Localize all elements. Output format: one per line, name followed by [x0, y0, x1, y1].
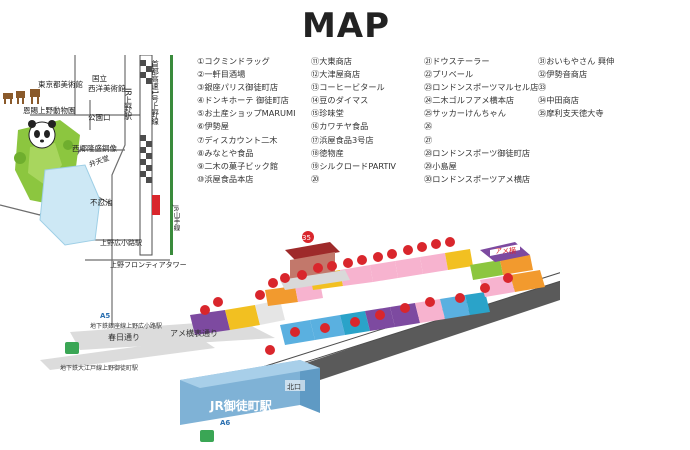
label-jr-line: JR山手線	[172, 204, 180, 231]
legend-item: ㉞中田商店	[538, 95, 579, 106]
ameyoko-gate-icon: アメ横	[480, 242, 530, 262]
label-expressway: 首都高速1号上野線	[150, 59, 159, 125]
label-national-1: 国立	[92, 73, 107, 83]
legend-item: ⑦ディスカウント二木	[197, 134, 278, 145]
legend-item: ⑳	[311, 173, 320, 184]
legend-item: ⑧みなとや食品	[197, 147, 254, 158]
jr-rail-track	[139, 55, 160, 256]
legend-item: ㉖	[424, 121, 433, 132]
legend-item: ㉙小島屋	[424, 160, 457, 171]
label-bentendo: 弁天堂	[88, 153, 111, 169]
legend-item: ④ドンキホーテ 御徒町店	[197, 95, 289, 106]
legend-column-1: ①コクミンドラッグ ②一軒目酒場 ③銀座パリス御徒町店 ④ドンキホーテ 御徒町店…	[197, 55, 295, 186]
legend-item: ⑰浜屋食品3号店	[311, 134, 374, 145]
label-kasuga-road: 春日通り	[108, 332, 140, 342]
legend-column-3: ㉑ドウステーラー ㉒プリベール ㉓ロンドンスポーツマルセル店 ㉔二木ゴルフアメ横…	[424, 55, 538, 186]
shinobazu-pond	[39, 164, 101, 246]
label-ame-gate: アメ横	[495, 246, 516, 255]
label-national-2: 西洋美術館	[88, 83, 126, 93]
expressway-line	[170, 55, 173, 255]
legend-item: ㉑ドウステーラー	[424, 56, 490, 66]
label-temple-number: 35	[302, 234, 311, 242]
subway-a5: A5 地下鉄銀座線上野広小路駅	[90, 312, 162, 330]
legend-item: ⑥伊勢屋	[197, 121, 229, 132]
label-frontier: 上野フロンティアタワー	[110, 260, 187, 269]
legend-item: ⑤お土産ショップMARUMI	[197, 108, 296, 119]
legend-item: ②一軒目酒場	[197, 69, 246, 80]
svg-text:A5: A5	[100, 312, 110, 320]
train-icon	[65, 342, 79, 354]
panda-icon	[28, 120, 56, 149]
svg-text:地下鉄銀座線上野広小路駅: 地下鉄銀座線上野広小路駅	[90, 322, 162, 330]
legend-item: ⑬コーヒービタール	[311, 82, 385, 93]
legend-item: ⑭豆のダイマス	[311, 95, 369, 106]
label-shinobazu: 不忍池	[90, 197, 113, 207]
legend-item: ㉒プリベール	[424, 69, 474, 80]
overview-map: 東京都美術館 恩賜上野動物園 国立 西洋美術館 公園口 西郷隆盛銅像 弁天堂 不…	[0, 55, 187, 325]
legend-item: ⑫大津屋商店	[311, 69, 361, 80]
page-title: MAP	[301, 6, 391, 46]
legend-item: ①コクミンドラッグ	[197, 56, 270, 66]
legend-column-4: ㉛おいもやさん 興伸 ㉜伊勢音商店 ㉝ ㉞中田商店 ㉟摩利支天徳大寺	[538, 55, 614, 120]
legend-item: ㉓ロンドンスポーツマルセル店	[424, 82, 539, 93]
label-zoo: 恩賜上野動物園	[23, 105, 76, 115]
label-jr-ueno: JR上野駅	[124, 87, 133, 121]
legend-item: ㉟摩利支天徳大寺	[538, 108, 604, 119]
legend-item: ㉔二木ゴルフアメ横本店	[424, 95, 515, 106]
label-jr-okachimachi: JR御徒町駅	[209, 398, 273, 413]
legend-item: ㉝	[538, 82, 547, 93]
label-hirokoji: 上野広小路駅	[100, 238, 142, 247]
legend-item: ③銀座パリス御徒町店	[197, 82, 279, 93]
label-a6-desc: 地下鉄大江戸線上野御徒町駅	[60, 364, 138, 372]
legend-item: ⑪大東商店	[311, 56, 352, 66]
label-north-exit: 北口	[287, 383, 301, 391]
legend-item: ㉛おいもやさん 興伸	[538, 56, 615, 66]
legend-item: ⑮珍味堂	[311, 108, 344, 119]
okachimachi-marker	[152, 195, 160, 215]
label-a6: A6	[220, 419, 230, 427]
legend-item: ⑲シルクロードPARTⅣ	[311, 160, 396, 171]
legend-item: ㉗	[424, 134, 433, 145]
legend-item: ⑱徳物産	[311, 147, 344, 158]
legend-item: ⑯カワチヤ食品	[311, 121, 369, 132]
legend-item: ㉜伊勢音商店	[538, 69, 588, 80]
legend-item: ⑨二木の菓子ビック館	[197, 160, 279, 171]
ameyoko-road	[40, 338, 215, 370]
legend-item: ㉚ロンドンスポーツアメ横店	[424, 173, 531, 184]
legend-item: ⑩浜屋食品本店	[197, 173, 254, 184]
label-museum: 東京都美術館	[38, 79, 83, 89]
shop-markers	[200, 231, 513, 355]
legend-column-2: ⑪大東商店 ⑫大津屋商店 ⑬コーヒービタール ⑭豆のダイマス ⑮珍味堂 ⑯カワチ…	[311, 55, 396, 186]
legend-item: ㉘ロンドンスポーツ御徒町店	[424, 147, 531, 158]
street-map: JR御徒町駅 北口 アメ横	[40, 231, 560, 442]
label-ameyoko-road: アメ横表通り	[170, 328, 218, 338]
zoo-animals-icon	[3, 89, 40, 104]
label-saigo: 西郷隆盛銅像	[72, 143, 117, 153]
label-park-exit: 公園口	[88, 113, 111, 122]
train-icon-2	[200, 430, 214, 442]
legend-item: ㉕サッカーけんちゃん	[424, 108, 506, 119]
